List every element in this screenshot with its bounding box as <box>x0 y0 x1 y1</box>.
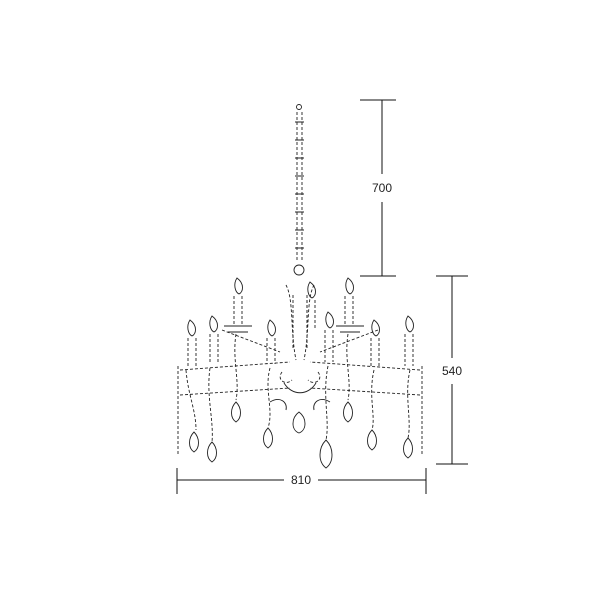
candle-2 <box>207 315 219 463</box>
candle-arm <box>346 333 350 401</box>
candle-4 <box>263 319 276 449</box>
drop-crystal <box>189 431 199 453</box>
candle-tube <box>233 296 243 326</box>
candle-arm <box>325 365 329 441</box>
arm-bottom-line <box>179 387 421 396</box>
candle-5 <box>306 281 316 330</box>
dimension-body-height: 540 <box>436 275 468 465</box>
drop-crystal <box>207 441 217 463</box>
candle-arm <box>208 367 213 443</box>
flame <box>325 311 334 329</box>
flame <box>267 319 276 337</box>
dimension-width: 810 <box>176 468 427 494</box>
candle-3 <box>224 277 252 423</box>
candle-8 <box>367 319 380 451</box>
chain <box>293 104 305 276</box>
drop-crystal <box>403 437 413 459</box>
candle-cup <box>336 325 364 333</box>
scroll-left <box>269 399 287 411</box>
candle-9 <box>403 315 414 459</box>
flame <box>209 315 218 333</box>
hook-ring <box>296 104 302 110</box>
center-crystal <box>292 411 306 434</box>
chain-links <box>295 121 304 249</box>
central-stem <box>283 284 317 434</box>
body-height-label: 540 <box>442 364 462 378</box>
candle-arm <box>407 369 411 439</box>
candle-tube <box>306 300 316 330</box>
flame <box>307 281 316 299</box>
candle-tube <box>370 338 380 366</box>
flame <box>371 319 380 337</box>
arm-top-line <box>179 361 421 371</box>
candle-6 <box>319 311 334 469</box>
candle-tube <box>324 330 334 362</box>
scroll-center <box>279 371 321 383</box>
flame <box>405 315 414 333</box>
candle-arm <box>371 369 375 431</box>
dimension-chain-height: 700 <box>360 99 396 277</box>
frame-side-lines <box>177 366 423 455</box>
candle-7 <box>336 277 364 423</box>
drop-crystal <box>263 427 273 449</box>
drop-crystal <box>319 439 333 469</box>
chandelier <box>177 104 423 469</box>
candle-tube <box>404 334 414 366</box>
drop-crystal <box>231 401 241 423</box>
scroll-ornaments <box>269 371 331 411</box>
candle-1 <box>185 319 199 453</box>
stem-inner <box>292 295 308 350</box>
stem-outline <box>285 284 315 361</box>
candle-tube <box>187 338 197 366</box>
candle-tube <box>209 334 219 364</box>
chain-height-label: 700 <box>372 181 392 195</box>
width-label: 810 <box>291 473 311 487</box>
stem-bowl <box>283 382 317 394</box>
candle-tube <box>266 338 276 364</box>
candle-arm <box>267 367 271 429</box>
arms <box>177 329 423 455</box>
arm-upper-line <box>221 329 379 353</box>
drop-crystal <box>367 429 377 451</box>
drop-crystal <box>343 401 353 423</box>
flame <box>187 319 196 337</box>
flame <box>345 277 354 295</box>
scroll-right <box>313 399 331 411</box>
flame <box>234 277 243 295</box>
candle-arm <box>234 333 238 401</box>
chain-knob <box>293 264 305 276</box>
candle-tube <box>344 296 354 326</box>
candle-arm <box>185 369 197 431</box>
candle-cup <box>224 325 252 333</box>
